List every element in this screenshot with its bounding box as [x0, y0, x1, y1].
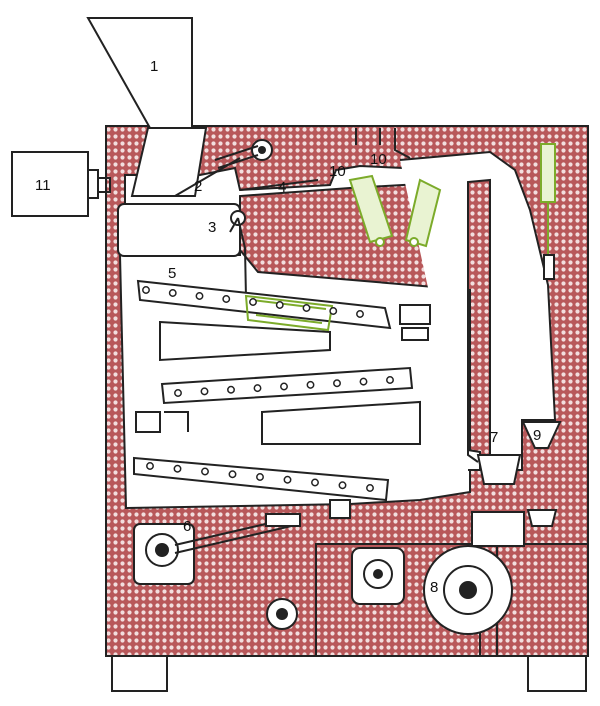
green-flap-right — [404, 178, 442, 248]
aspiration-channel — [399, 150, 557, 471]
sieve-hole — [174, 389, 182, 397]
label-5: 5 — [168, 265, 176, 282]
top-linkage — [214, 145, 259, 169]
feed-hopper — [86, 17, 193, 129]
sieve-hole — [311, 478, 319, 487]
left-foot — [111, 654, 168, 692]
sieve-hole — [173, 464, 182, 473]
sieve-hole — [253, 384, 262, 393]
outlet-left — [135, 411, 161, 433]
deflector-2 — [261, 400, 421, 445]
flap-right-joint — [409, 237, 419, 247]
top-pulley-hub — [258, 146, 266, 154]
green-flap-left — [348, 174, 394, 244]
green-sieve-inner — [251, 299, 327, 324]
label-1: 1 — [150, 58, 158, 75]
sieve-hole — [356, 310, 364, 318]
label-8: 8 — [430, 579, 438, 596]
sieve-hole — [280, 382, 288, 391]
fan-inner-ring — [443, 565, 493, 615]
fan-duct — [471, 511, 525, 547]
outlet-bottom — [329, 499, 351, 519]
sieve-hole — [366, 484, 374, 492]
outlet-right-2 — [401, 327, 429, 341]
pivot-arm — [229, 217, 247, 299]
deflector-1 — [159, 320, 331, 362]
flap-left-joint — [375, 237, 385, 247]
sieve-hole — [228, 470, 237, 479]
sieve-hole — [359, 377, 368, 386]
label-3: 3 — [208, 219, 216, 236]
sieve-hole — [302, 304, 311, 312]
channel-outline — [467, 182, 479, 463]
sieve-hole — [200, 387, 209, 396]
sieve-hole — [306, 380, 315, 389]
actuator-bracket — [543, 254, 555, 280]
motor-box — [11, 151, 89, 217]
label-4: 4 — [278, 179, 286, 196]
green-actuator — [540, 143, 556, 203]
top-plate — [355, 128, 411, 159]
label-2: 2 — [194, 178, 202, 195]
sieve-hole — [201, 467, 209, 476]
label-11: 11 — [35, 177, 51, 194]
label-10b: 10 — [370, 151, 387, 168]
outlet-hopper-7 — [476, 454, 522, 485]
sieve-hole — [338, 481, 347, 490]
sieve-hole — [168, 289, 177, 297]
sieve-hole — [333, 379, 341, 388]
sieve-hole — [329, 307, 338, 315]
sieve-hole — [195, 292, 204, 300]
fan-motor-hub — [373, 569, 383, 579]
fan-hub — [459, 581, 477, 599]
sieve-hole — [249, 298, 257, 306]
sieve-hole — [142, 286, 150, 294]
sieve-hole — [275, 301, 284, 309]
drive-connector — [265, 513, 301, 527]
right-foot — [527, 654, 587, 692]
sieve-hole — [222, 295, 231, 303]
sieve-hole — [283, 475, 292, 484]
motor-coupling — [88, 169, 111, 199]
label-9: 9 — [533, 427, 541, 444]
feed-chamber — [117, 203, 241, 257]
label-6: 6 — [183, 518, 191, 535]
outlet-right-1 — [399, 304, 431, 325]
fan-outlet — [526, 509, 558, 527]
label-10a: 10 — [329, 163, 346, 180]
green-sieve-frame — [244, 294, 334, 332]
sieve-hole — [227, 385, 235, 394]
outlet-left-2 — [164, 411, 189, 432]
label-7: 7 — [490, 429, 498, 446]
sieve-hole — [386, 376, 394, 384]
sieve-hole — [256, 473, 264, 481]
hopper-throat — [130, 127, 208, 197]
sieve-hole — [146, 462, 154, 470]
drive-hub — [155, 543, 169, 557]
outlet-hopper-9 — [521, 421, 562, 449]
lower-pulley-hub — [276, 608, 288, 620]
